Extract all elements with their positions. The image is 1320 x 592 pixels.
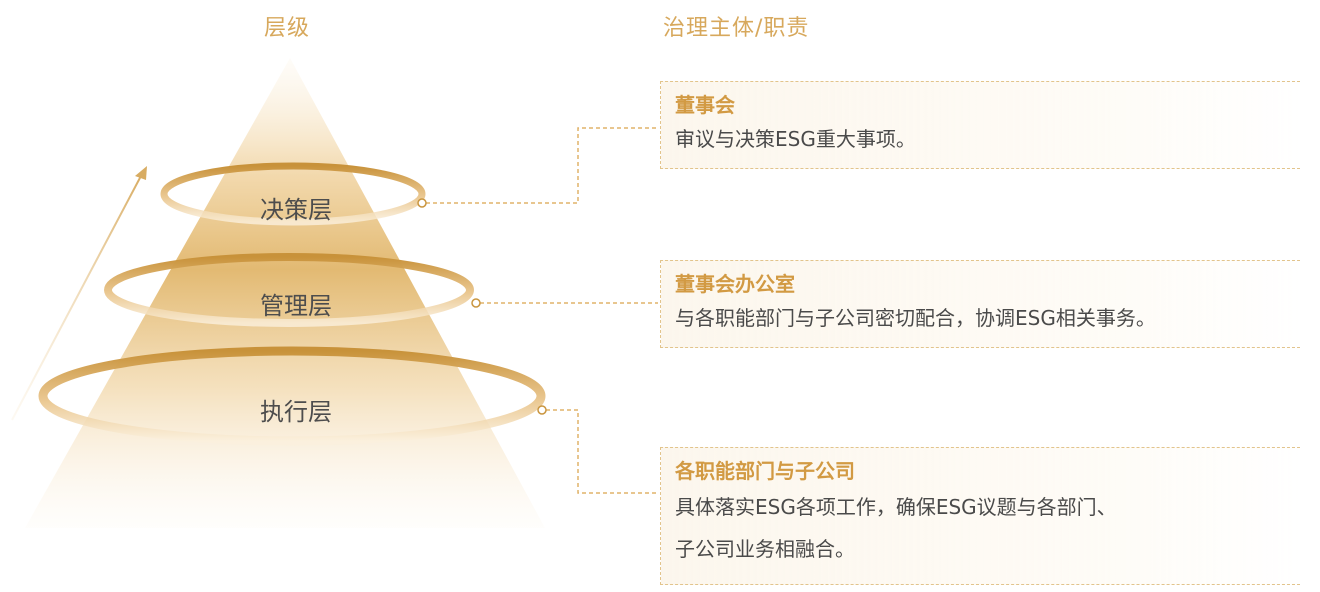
card-desc-departments-line2: 子公司业务相融合。 — [675, 537, 855, 561]
header-body: 治理主体/职责 — [663, 16, 810, 41]
card-board-office: 董事会办公室 与各职能部门与子公司密切配合，协调ESG相关事务。 — [660, 260, 1300, 348]
card-title-board: 董事会 — [675, 93, 735, 117]
level-label-management: 管理层 — [260, 292, 332, 320]
card-departments: 各职能部门与子公司 具体落实ESG各项工作，确保ESG议题与各部门、 子公司业务… — [660, 447, 1300, 585]
ring-management — [104, 253, 474, 327]
upward-arrow-icon — [11, 173, 143, 421]
ring-decision — [160, 162, 426, 226]
card-title-board-office: 董事会办公室 — [675, 272, 795, 296]
connector-dot-management — [471, 298, 481, 308]
connector-dot-execution — [537, 405, 547, 415]
arrow-head-icon — [135, 166, 147, 180]
card-desc-board-office: 与各职能部门与子公司密切配合，协调ESG相关事务。 — [675, 306, 1156, 330]
card-desc-departments-line1: 具体落实ESG各项工作，确保ESG议题与各部门、 — [675, 495, 1117, 519]
header-level: 层级 — [264, 16, 311, 41]
pyramid-cone — [25, 58, 545, 528]
connector-execution — [546, 409, 658, 494]
card-board: 董事会 审议与决策ESG重大事项。 — [660, 81, 1300, 169]
ring-execution — [38, 346, 546, 446]
level-label-decision: 决策层 — [260, 196, 332, 224]
level-label-execution: 执行层 — [260, 398, 332, 426]
card-title-departments: 各职能部门与子公司 — [675, 459, 855, 483]
card-desc-board: 审议与决策ESG重大事项。 — [675, 127, 916, 151]
connector-dot-decision — [417, 198, 427, 208]
connector-decision — [426, 127, 658, 204]
